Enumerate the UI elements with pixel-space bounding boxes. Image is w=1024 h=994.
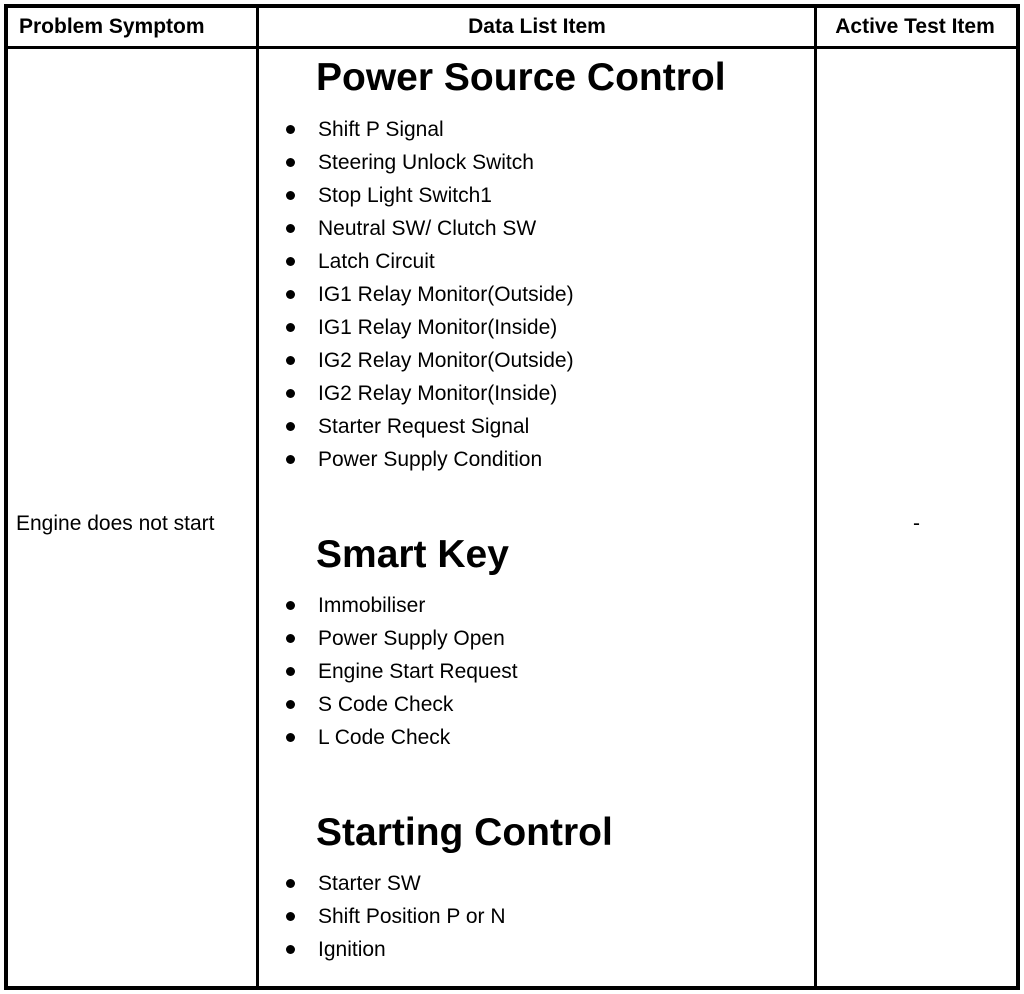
list-item: IG1 Relay Monitor(Inside) (259, 311, 814, 344)
list-item-label: Steering Unlock Switch (318, 151, 534, 174)
list-item: Neutral SW/ Clutch SW (259, 212, 814, 245)
group-title: Power Source Control (316, 56, 726, 99)
cell-active-test-item: - (817, 49, 1016, 986)
bullet-icon (286, 945, 295, 954)
cell-problem-symptom: Engine does not start (8, 49, 256, 986)
bullet-icon (286, 224, 295, 233)
bullet-icon (286, 323, 295, 332)
list-item-label: Starter SW (318, 872, 421, 895)
bullet-icon (286, 125, 295, 134)
list-item-label: Neutral SW/ Clutch SW (318, 217, 537, 240)
list-item: S Code Check (259, 688, 814, 721)
list-item-label: Stop Light Switch1 (318, 184, 492, 207)
group-item-list: Starter SW Shift Position P or N Ignitio… (259, 867, 814, 966)
bullet-icon (286, 733, 295, 742)
list-item-label: Shift P Signal (318, 118, 444, 141)
table-row: Engine does not start Power Source Contr… (8, 49, 1016, 986)
bullet-icon (286, 634, 295, 643)
group-item-list: Immobiliser Power Supply Open Engine Sta… (259, 589, 814, 754)
list-item-label: IG1 Relay Monitor(Inside) (318, 316, 558, 339)
list-item: IG2 Relay Monitor(Outside) (259, 344, 814, 377)
bullet-icon (286, 191, 295, 200)
bullet-icon (286, 700, 295, 709)
list-item: IG1 Relay Monitor(Outside) (259, 278, 814, 311)
group-item-list: Shift P Signal Steering Unlock Switch St… (259, 113, 814, 476)
list-item-label: Power Supply Open (318, 627, 505, 650)
column-header-data-list-item: Data List Item (468, 15, 606, 38)
column-divider-right (814, 8, 817, 986)
list-item: Immobiliser (259, 589, 814, 622)
table-header-row: Problem Symptom Data List Item Active Te… (8, 8, 1016, 49)
column-header-active-test-item: Active Test Item (835, 15, 995, 38)
list-item: Shift P Signal (259, 113, 814, 146)
list-item-label: Starter Request Signal (318, 415, 530, 438)
list-item: L Code Check (259, 721, 814, 754)
bullet-icon (286, 158, 295, 167)
list-item-label: IG1 Relay Monitor(Outside) (318, 283, 574, 306)
bullet-icon (286, 389, 295, 398)
list-item-label: Engine Start Request (318, 660, 518, 683)
data-list-group-starting-control: Starting Control Starter SW Shift Positi… (259, 811, 814, 966)
list-item: Shift Position P or N (259, 900, 814, 933)
problem-symptom-value: Engine does not start (16, 512, 215, 535)
list-item: Ignition (259, 933, 814, 966)
column-divider-left (256, 8, 259, 986)
list-item-label: S Code Check (318, 693, 454, 716)
bullet-icon (286, 601, 295, 610)
bullet-icon (286, 912, 295, 921)
diagnostic-table: Problem Symptom Data List Item Active Te… (4, 4, 1020, 990)
list-item: Starter Request Signal (259, 410, 814, 443)
list-item: Steering Unlock Switch (259, 146, 814, 179)
list-item: Power Supply Condition (259, 443, 814, 476)
bullet-icon (286, 667, 295, 676)
list-item: Power Supply Open (259, 622, 814, 655)
active-test-item-value: - (913, 512, 920, 535)
data-list-group-power-source-control: Power Source Control Shift P Signal Stee… (259, 56, 814, 476)
list-item: Engine Start Request (259, 655, 814, 688)
bullet-icon (286, 422, 295, 431)
data-list-group-smart-key: Smart Key Immobiliser Power Supply Open … (259, 533, 814, 754)
bullet-icon (286, 879, 295, 888)
list-item-label: L Code Check (318, 726, 451, 749)
list-item: Starter SW (259, 867, 814, 900)
bullet-icon (286, 290, 295, 299)
list-item-label: Ignition (318, 938, 386, 961)
bullet-icon (286, 455, 295, 464)
group-title: Smart Key (316, 533, 509, 576)
bullet-icon (286, 356, 295, 365)
cell-data-list-item: Power Source Control Shift P Signal Stee… (259, 49, 814, 986)
list-item: Stop Light Switch1 (259, 179, 814, 212)
list-item-label: Power Supply Condition (318, 448, 543, 471)
list-item-label: Immobiliser (318, 594, 426, 617)
column-header-problem-symptom: Problem Symptom (19, 15, 205, 38)
list-item-label: IG2 Relay Monitor(Inside) (318, 382, 558, 405)
group-title: Starting Control (316, 811, 613, 854)
bullet-icon (286, 257, 295, 266)
list-item-label: Latch Circuit (318, 250, 435, 273)
list-item-label: Shift Position P or N (318, 905, 506, 928)
list-item: IG2 Relay Monitor(Inside) (259, 377, 814, 410)
list-item-label: IG2 Relay Monitor(Outside) (318, 349, 574, 372)
list-item: Latch Circuit (259, 245, 814, 278)
